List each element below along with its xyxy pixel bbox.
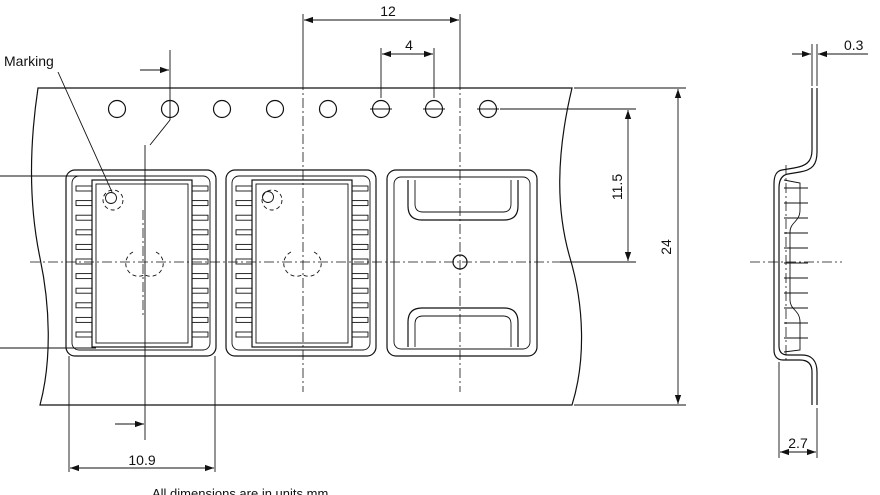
marking-dot xyxy=(105,192,117,204)
center-lines xyxy=(30,80,842,392)
component-lead xyxy=(235,273,253,280)
dim-tape-width-label: 24 xyxy=(658,239,674,255)
sprocket-holes xyxy=(107,99,499,119)
component-lead xyxy=(235,200,253,207)
component-lead xyxy=(351,229,369,236)
dim-pocket-depth: 2.7 xyxy=(778,362,818,458)
component-lead xyxy=(351,287,369,294)
units-note: All dimensions are in units mm xyxy=(152,486,328,495)
pin-leader-bottom xyxy=(115,145,146,440)
dim-tape-thickness-label: 0.3 xyxy=(844,37,864,53)
dim-component-width: 10.9 xyxy=(68,356,216,472)
component-lead xyxy=(75,200,93,207)
component-lead xyxy=(75,331,93,338)
component-lead xyxy=(351,258,369,265)
component-lead xyxy=(351,273,369,280)
component-lead xyxy=(351,302,369,309)
component-lead xyxy=(235,185,253,192)
component-lead xyxy=(235,316,253,323)
component-lead xyxy=(191,302,209,309)
component-lead xyxy=(191,200,209,207)
dim-pitch-label: 12 xyxy=(380,3,396,19)
marking-label: Marking xyxy=(4,53,54,69)
carrier-tape-outline xyxy=(30,87,583,406)
dim-hole-pitch: 4 xyxy=(380,37,435,98)
dim-component-width-label: 10.9 xyxy=(128,452,155,468)
dim-hole-offset-label: 11.5 xyxy=(609,174,625,200)
component-lead xyxy=(191,258,209,265)
component-lead xyxy=(75,185,93,192)
component-lead xyxy=(191,331,209,338)
component-lead xyxy=(235,331,253,338)
component-lead xyxy=(75,316,93,323)
component-lead xyxy=(75,302,93,309)
component-lead xyxy=(75,287,93,294)
component-extension-lines xyxy=(0,175,96,349)
component-lead xyxy=(75,214,93,221)
component-lead xyxy=(235,229,253,236)
component-lead xyxy=(75,273,93,280)
component-lead xyxy=(351,316,369,323)
side-view xyxy=(773,88,818,405)
component-lead xyxy=(191,316,209,323)
component-lead xyxy=(235,214,253,221)
dim-tape-thickness: 0.3 xyxy=(792,37,868,86)
component-lead xyxy=(75,258,93,265)
dim-tape-width: 24 xyxy=(574,87,686,406)
pin-leader-top xyxy=(140,50,171,146)
dim-pitch: 12 xyxy=(302,3,461,80)
component-lead xyxy=(191,273,209,280)
component-lead xyxy=(235,243,253,250)
component-lead xyxy=(235,302,253,309)
component-lead xyxy=(351,243,369,250)
pocket-1 xyxy=(65,169,217,357)
component-lead xyxy=(235,258,253,265)
dim-hole-offset: 11.5 xyxy=(500,108,636,263)
component-lead xyxy=(351,200,369,207)
component-lead xyxy=(191,229,209,236)
pocket-2 xyxy=(225,169,377,357)
component-lead xyxy=(75,229,93,236)
component-lead xyxy=(191,287,209,294)
marking-callout: Marking xyxy=(4,53,113,193)
component-lead xyxy=(191,214,209,221)
component-lead xyxy=(191,185,209,192)
dim-hole-pitch-label: 4 xyxy=(405,37,413,53)
component-lead xyxy=(351,185,369,192)
component-lead xyxy=(351,331,369,338)
component-lead xyxy=(75,243,93,250)
component-lead xyxy=(235,287,253,294)
dim-pocket-depth-label: 2.7 xyxy=(788,435,808,451)
pocket-3-empty xyxy=(386,169,538,357)
component-lead xyxy=(351,214,369,221)
component-lead xyxy=(191,243,209,250)
